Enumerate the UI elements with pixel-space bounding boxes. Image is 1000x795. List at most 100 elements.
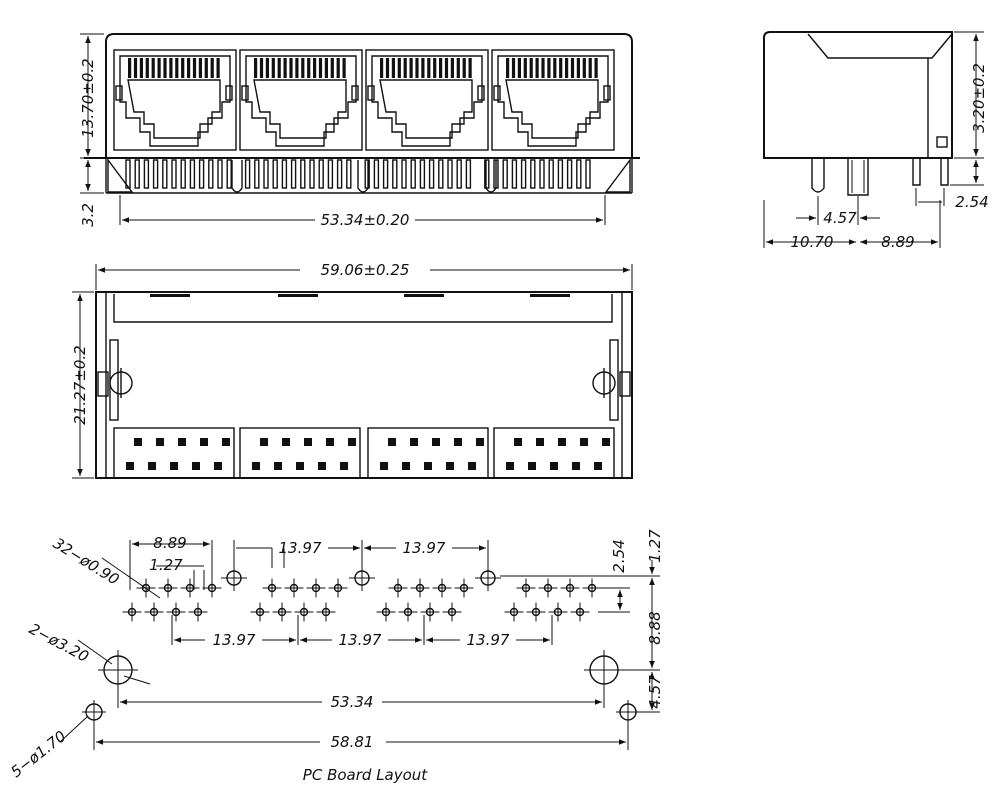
front-pin: [456, 159, 462, 189]
front-pin: [300, 159, 306, 189]
port-cavity: [119, 55, 231, 147]
port-led-l: [493, 85, 501, 101]
pcb-pin-row1: [538, 578, 558, 598]
contact: [588, 58, 592, 78]
contact: [342, 58, 346, 78]
front-pin: [502, 159, 508, 189]
side-tail-dim: 2.54: [955, 193, 988, 211]
pcb-pin-row2: [548, 602, 568, 622]
contact: [576, 58, 580, 78]
contact: [427, 58, 431, 78]
contact: [506, 58, 510, 78]
front-pin: [557, 159, 564, 189]
pcb-pin-row1: [454, 578, 474, 598]
pcb-layout: 8.89 1.27 13.97 13.97 13.97 13.97 13.97: [7, 529, 664, 784]
pin-pad: [536, 438, 544, 446]
contact: [289, 58, 293, 78]
pcb-dim-8-88: 8.88: [646, 611, 664, 644]
front-pin: [254, 159, 260, 189]
pcb-pin-row2: [398, 602, 418, 622]
front-pin: [272, 159, 278, 189]
contact: [391, 58, 395, 78]
contact: [254, 58, 258, 78]
port-frame: [491, 49, 615, 151]
pin-pad: [506, 462, 514, 470]
port-cavity: [371, 55, 483, 147]
front-pin: [309, 159, 315, 189]
pcb-pin-row1: [560, 578, 580, 598]
contact: [397, 58, 401, 78]
side-offset-dim: 8.89: [881, 233, 914, 251]
contact: [216, 58, 220, 78]
pin-pad: [446, 462, 454, 470]
contact: [433, 58, 437, 78]
front-pin: [281, 159, 288, 189]
contact: [541, 58, 545, 78]
top-mark: [404, 294, 444, 297]
front-pin: [134, 159, 140, 189]
contact: [151, 58, 155, 78]
contact: [547, 58, 551, 78]
contact: [313, 58, 317, 78]
pin-pad: [296, 462, 304, 470]
pcb-pin-row1: [284, 578, 304, 598]
contact: [415, 58, 419, 78]
front-pin: [382, 159, 389, 189]
pcb-pin-row2: [570, 602, 590, 622]
contact: [271, 58, 275, 78]
front-pin: [346, 159, 352, 189]
contact: [330, 58, 334, 78]
top-block-3: [367, 427, 489, 479]
pin-pad: [134, 438, 142, 446]
contact: [128, 58, 132, 78]
front-pin: [125, 159, 131, 189]
contact: [265, 58, 269, 78]
contact: [444, 58, 449, 78]
contact: [385, 58, 390, 78]
pin-pad: [432, 438, 440, 446]
front-pin: [318, 159, 324, 189]
pin-pad: [572, 462, 580, 470]
front-pin: [336, 159, 343, 189]
front-pins: [107, 157, 631, 193]
port-led-r: [603, 85, 611, 101]
side-height-dim: 3.20±0.2: [970, 63, 988, 133]
port-led-r: [225, 85, 233, 101]
pcb-dim-53-34: 53.34: [331, 693, 374, 711]
side-depth-dim: 10.70: [791, 233, 834, 251]
contact: [594, 58, 598, 78]
pin-pad: [274, 462, 282, 470]
pcb-pin-row2: [166, 602, 186, 622]
top-mark: [278, 294, 318, 297]
pin-pad: [318, 462, 326, 470]
contact: [204, 58, 208, 78]
top-marks: [150, 294, 570, 297]
pcb-pin-row1: [306, 578, 326, 598]
front-pin: [373, 159, 380, 189]
pcb-pin-row2: [294, 602, 314, 622]
pcb-dim-58-81: 58.81: [331, 733, 374, 751]
pcb-dim-13-97-bot-c: 13.97: [467, 631, 510, 649]
contact: [570, 58, 575, 78]
front-pin: [143, 159, 150, 189]
front-pin: [465, 159, 472, 189]
contact: [192, 58, 197, 78]
pcb-pin-row1: [410, 578, 430, 598]
front-pin: [198, 159, 205, 189]
pcb-pin-row2: [188, 602, 208, 622]
top-block-2: [239, 427, 361, 479]
pcb-shield-spec: 5−ø1.70: [7, 727, 69, 781]
front-port-3: [365, 49, 489, 151]
pin-pad: [528, 462, 536, 470]
pin-pad: [178, 438, 186, 446]
port-inner: [505, 79, 599, 139]
front-shield-tab: [231, 160, 243, 193]
pcb-pin-row1: [262, 578, 282, 598]
pin-pad: [550, 462, 558, 470]
port-frame: [239, 49, 363, 151]
pin-pad: [214, 462, 222, 470]
contact: [582, 58, 586, 78]
shield-hole-bl: [82, 700, 106, 724]
front-pin: [171, 159, 177, 189]
